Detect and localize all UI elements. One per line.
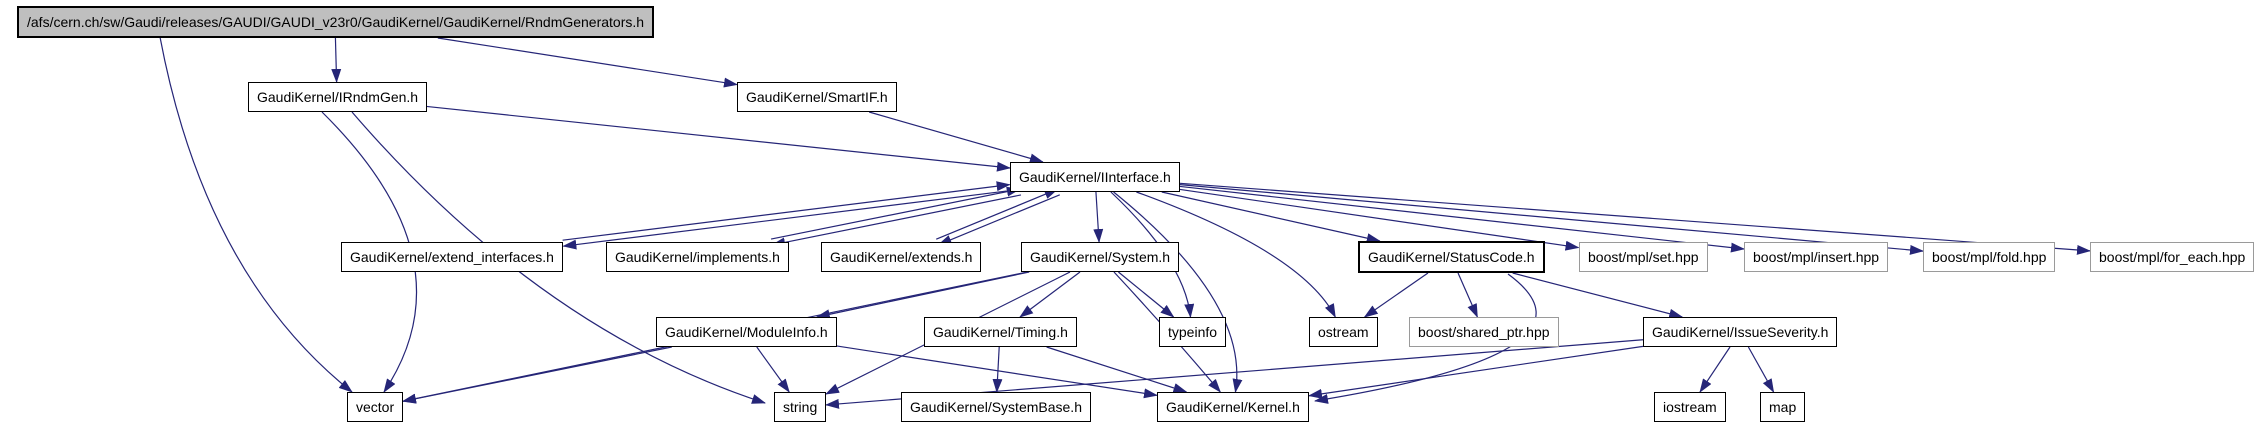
edge-iinterface-extend_interfaces bbox=[562, 189, 1011, 250]
edge-moduleinfo-kernel bbox=[836, 345, 1158, 399]
edge-extends-iinterface bbox=[936, 188, 1059, 240]
node-mpl_set[interactable]: boost/mpl/set.hpp bbox=[1579, 242, 1708, 272]
edge-iinterface-statuscode bbox=[1161, 191, 1381, 244]
node-moduleinfo[interactable]: GaudiKernel/ModuleInfo.h bbox=[656, 317, 837, 347]
edge-issueseverity-kernel bbox=[1308, 345, 1644, 399]
node-mpl_insert[interactable]: boost/mpl/insert.hpp bbox=[1744, 242, 1889, 272]
node-iostream[interactable]: iostream bbox=[1654, 392, 1726, 422]
edge-issueseverity-map bbox=[1747, 346, 1775, 393]
node-shared_ptr[interactable]: boost/shared_ptr.hpp bbox=[1409, 317, 1559, 347]
edge-iinterface-ostream bbox=[1136, 191, 1336, 318]
edge-root-vector bbox=[159, 36, 353, 393]
node-typeinfo[interactable]: typeinfo bbox=[1159, 317, 1227, 347]
node-kernel[interactable]: GaudiKernel/Kernel.h bbox=[1157, 392, 1309, 422]
edge-irndmgen-iinterface bbox=[426, 105, 1011, 172]
node-extend_interfaces[interactable]: GaudiKernel/extend_interfaces.h bbox=[341, 242, 563, 272]
edge-moduleinfo-vector bbox=[402, 346, 672, 404]
node-timing[interactable]: GaudiKernel/Timing.h bbox=[924, 317, 1077, 347]
edge-statuscode-issueseverity bbox=[1512, 272, 1684, 319]
edge-iinterface-mpl_fold bbox=[1179, 184, 1924, 255]
edge-iinterface-mpl_insert bbox=[1179, 185, 1745, 253]
edge-iinterface-system bbox=[1093, 191, 1104, 243]
edge-statuscode-ostream bbox=[1363, 272, 1429, 318]
node-mpl_fold[interactable]: boost/mpl/fold.hpp bbox=[1923, 242, 2056, 272]
node-system[interactable]: GaudiKernel/System.h bbox=[1021, 242, 1180, 272]
edge-statuscode-shared_ptr bbox=[1457, 272, 1478, 318]
node-issueseverity[interactable]: GaudiKernel/IssueSeverity.h bbox=[1643, 317, 1838, 347]
node-statuscode[interactable]: GaudiKernel/StatusCode.h bbox=[1358, 241, 1545, 273]
edge-implements-iinterface bbox=[770, 186, 1021, 240]
edge-iinterface-mpl_foreach bbox=[1179, 182, 2091, 255]
node-root: /afs/cern.ch/sw/Gaudi/releases/GAUDI/GAU… bbox=[17, 6, 655, 38]
edge-extend_interfaces-iinterface bbox=[562, 181, 1011, 241]
node-implements[interactable]: GaudiKernel/implements.h bbox=[606, 242, 789, 272]
node-mpl_foreach[interactable]: boost/mpl/for_each.hpp bbox=[2090, 242, 2255, 272]
node-extends[interactable]: GaudiKernel/extends.h bbox=[821, 242, 982, 272]
node-systembase[interactable]: GaudiKernel/SystemBase.h bbox=[901, 392, 1091, 422]
edges bbox=[159, 36, 2091, 409]
node-irndmgen[interactable]: GaudiKernel/IRndmGen.h bbox=[248, 82, 428, 112]
node-iinterface[interactable]: GaudiKernel/IInterface.h bbox=[1010, 162, 1180, 192]
edge-iinterface-mpl_set bbox=[1179, 188, 1580, 251]
edge-irndmgen-string bbox=[351, 111, 766, 404]
node-smartif[interactable]: GaudiKernel/SmartIF.h bbox=[737, 82, 897, 112]
edge-system-typeinfo bbox=[1118, 271, 1175, 318]
node-ostream[interactable]: ostream bbox=[1309, 317, 1378, 347]
edge-moduleinfo-string bbox=[756, 346, 790, 393]
edge-issueseverity-iostream bbox=[1699, 346, 1731, 393]
edge-timing-systembase bbox=[992, 346, 1003, 393]
edge-root-smartif bbox=[437, 37, 738, 88]
node-map[interactable]: map bbox=[1760, 392, 1806, 422]
edge-root-irndmgen bbox=[331, 37, 342, 83]
edge-system-timing bbox=[1019, 271, 1081, 318]
edge-iinterface-implements bbox=[771, 194, 1022, 248]
node-vector[interactable]: vector bbox=[347, 392, 404, 422]
edge-smartif-iinterface bbox=[868, 111, 1044, 164]
edge-timing-kernel bbox=[1046, 346, 1188, 393]
edge-iinterface-kernel bbox=[1113, 191, 1243, 393]
edge-iinterface-extends bbox=[937, 194, 1060, 246]
node-string[interactable]: string bbox=[774, 392, 827, 422]
